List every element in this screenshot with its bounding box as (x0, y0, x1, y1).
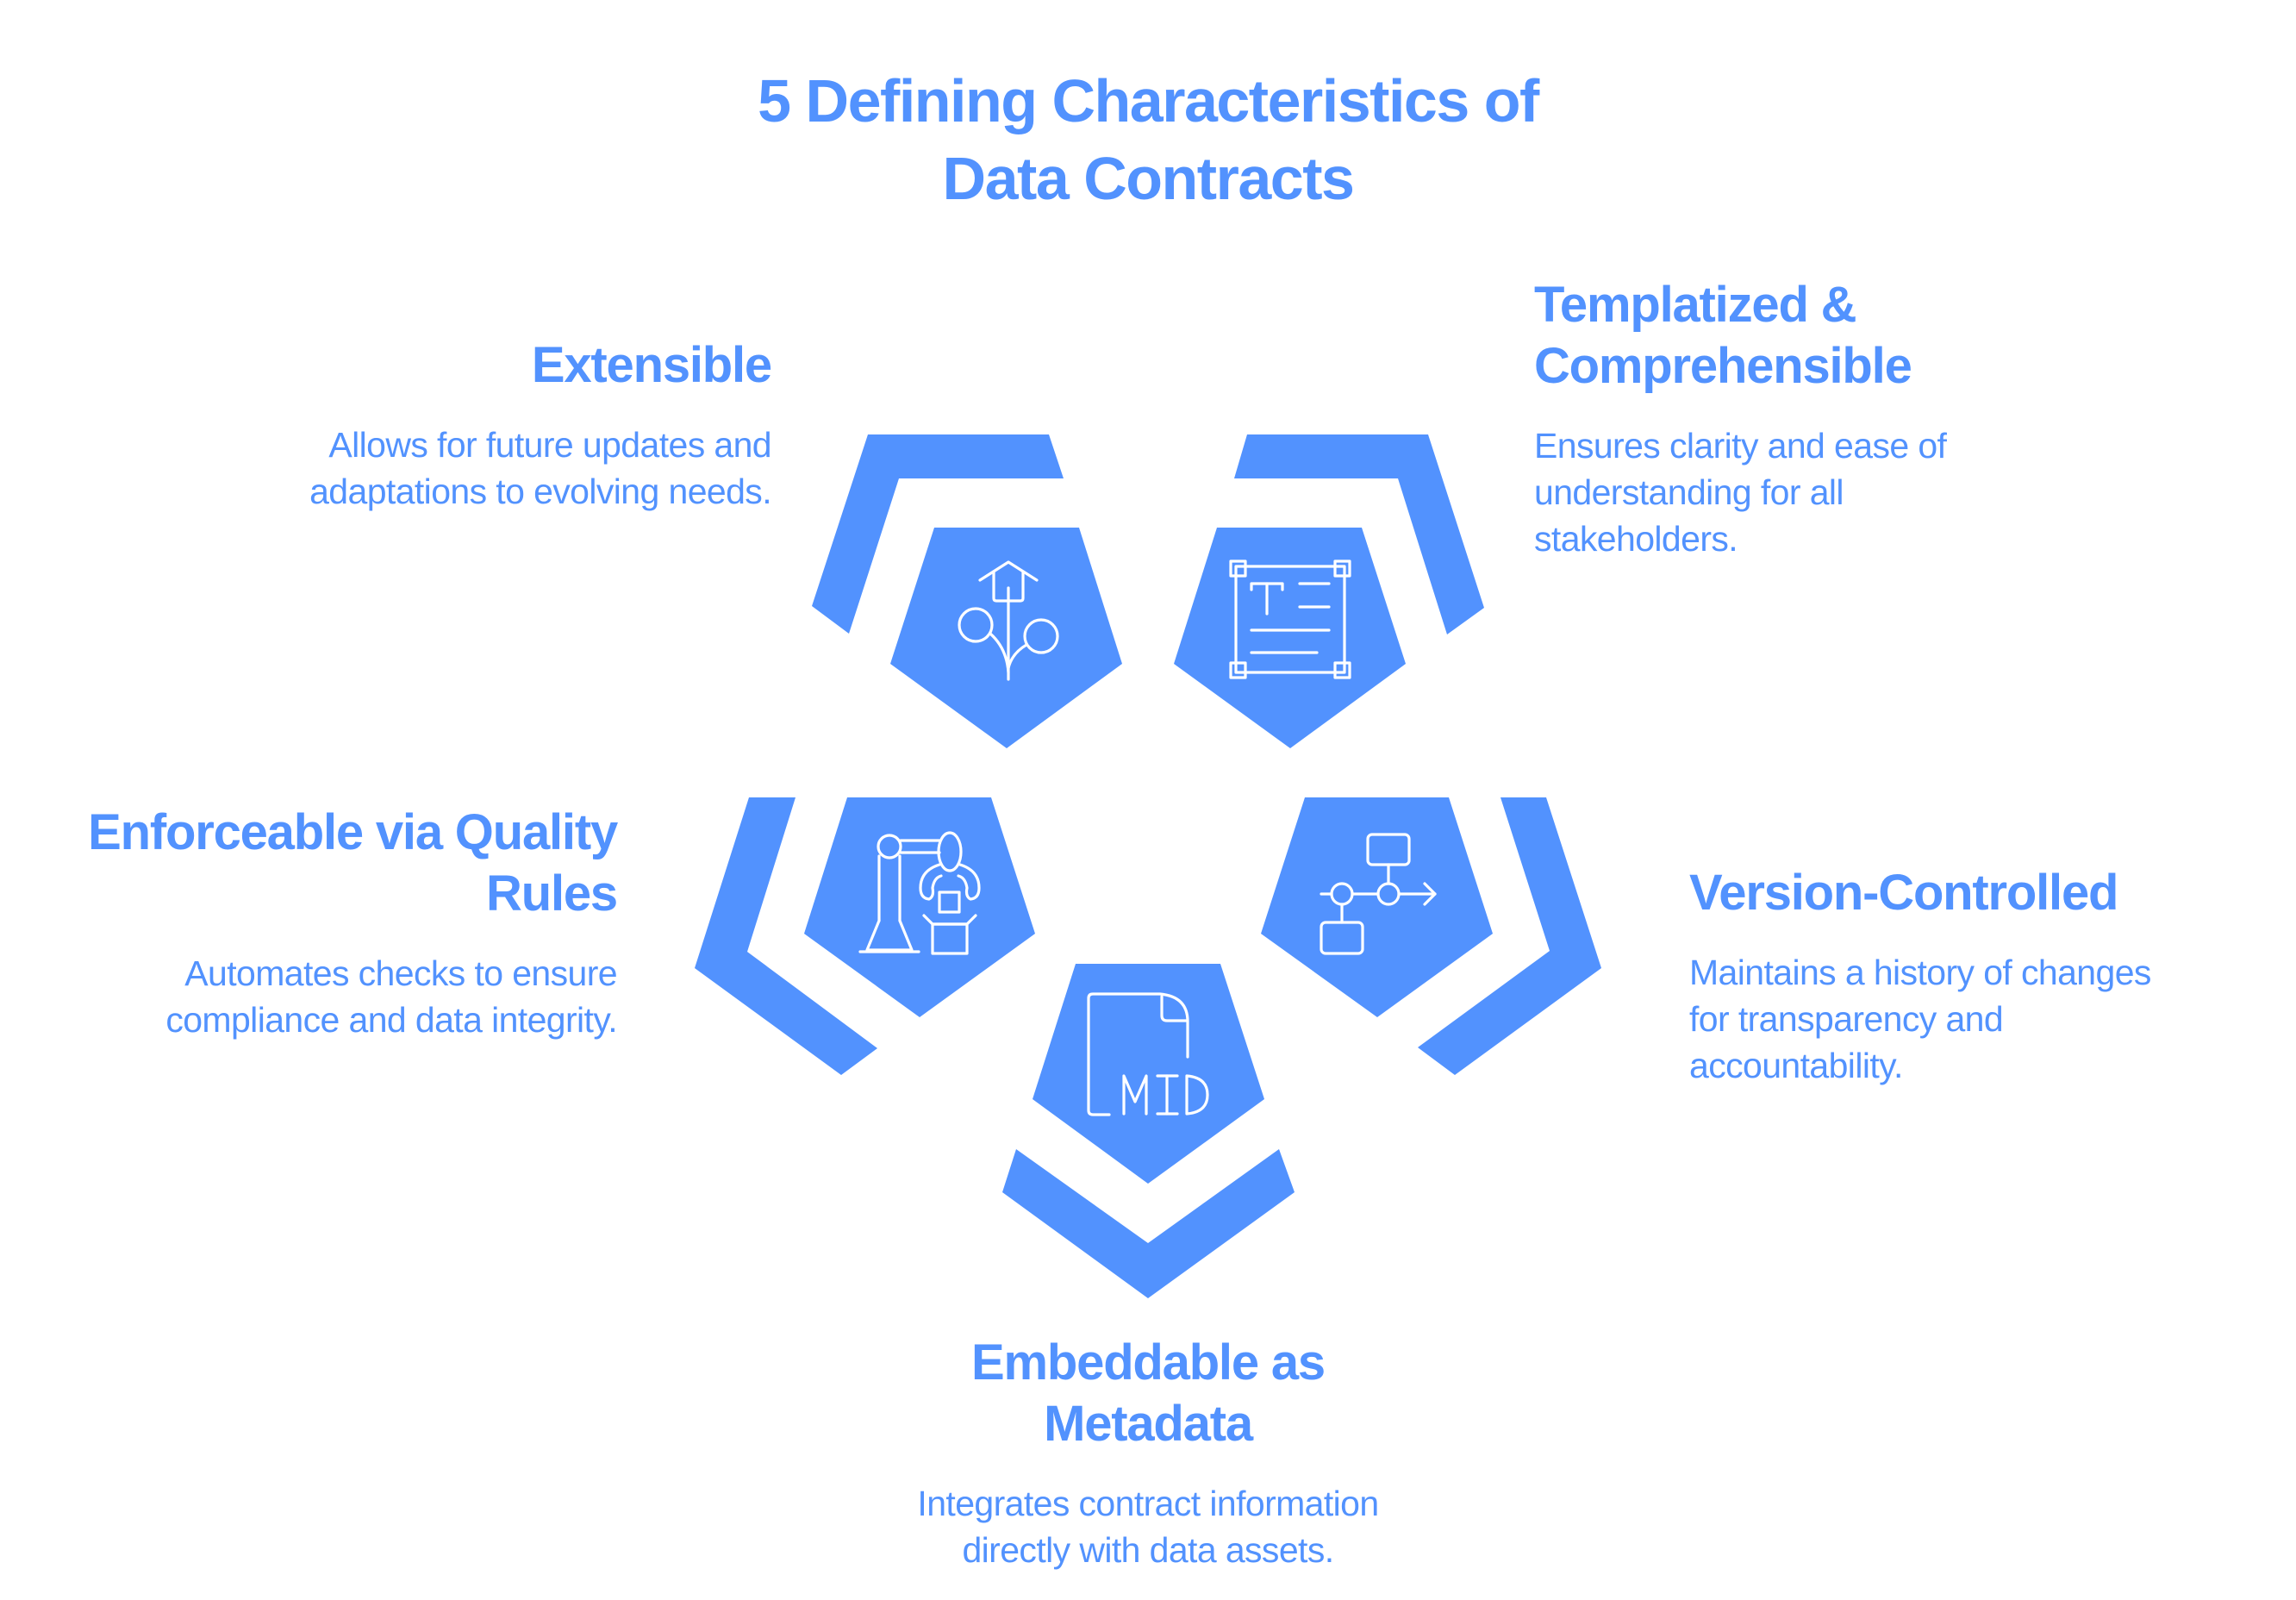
characteristic-enforceable: Enforceable via Quality Rules Automates … (88, 802, 618, 1043)
mid-file-document-icon (1087, 992, 1209, 1116)
bracket-templatized (1234, 434, 1484, 634)
description-line: adaptations to evolving needs. (309, 472, 772, 511)
title-line-1: 5 Defining Characteristics of (758, 67, 1539, 134)
heading-line: Embeddable as (971, 1334, 1326, 1391)
characteristic-description: Automates checks to ensure compliance an… (88, 950, 617, 1043)
characteristic-heading: Version-Controlled (1689, 862, 2151, 923)
title-line-2: Data Contracts (942, 145, 1355, 212)
description-line: Automates checks to ensure (184, 953, 617, 993)
page-title: 5 Defining Characteristics of Data Contr… (631, 62, 1665, 217)
characteristic-heading: Templatized & Comprehensible (1534, 274, 1946, 397)
description-line: accountability. (1689, 1046, 1903, 1085)
description-line: Ensures clarity and ease of (1534, 426, 1947, 466)
segment-enforceable (695, 797, 1035, 1075)
segment-extensible (812, 434, 1122, 748)
bracket-enforceable (695, 797, 877, 1075)
characteristic-description: Ensures clarity and ease of understandin… (1534, 422, 1947, 562)
characteristic-templatized: Templatized & Comprehensible Ensures cla… (1534, 274, 1947, 562)
description-line: for transparency and (1689, 999, 2004, 1039)
segment-embeddable (1002, 964, 1295, 1298)
segment-version-controlled (1261, 797, 1601, 1075)
bracket-extensible (812, 434, 1064, 634)
characteristic-description: Integrates contract information directly… (803, 1480, 1493, 1573)
growth-house-plant-icon (958, 560, 1059, 681)
characteristic-description: Allows for future updates and adaptation… (309, 422, 772, 515)
pentagon-templatized (1174, 528, 1406, 748)
robot-arm-packaging-icon (858, 831, 981, 955)
characteristic-heading: Enforceable via Quality Rules (88, 802, 618, 924)
segment-templatized (1174, 434, 1484, 748)
description-line: Allows for future updates and (328, 425, 771, 465)
description-line: Maintains a history of changes (1689, 953, 2151, 992)
version-branch-flow-icon (1320, 833, 1437, 955)
heading-line: Version-Controlled (1689, 865, 2118, 921)
heading-line: Extensible (531, 337, 772, 393)
description-line: understanding for all (1534, 472, 1844, 512)
pentagon-embeddable (1033, 964, 1264, 1184)
heading-line: Rules (486, 866, 618, 922)
characteristic-embeddable: Embeddable as Metadata Integrates contra… (803, 1332, 1493, 1573)
description-line: Integrates contract information (917, 1484, 1379, 1523)
heading-line: Enforceable via Quality (88, 804, 618, 860)
pentagon-extensible (890, 528, 1122, 748)
description-line: compliance and data integrity. (165, 1000, 617, 1040)
characteristic-heading: Embeddable as Metadata (803, 1332, 1493, 1454)
description-line: directly with data assets. (962, 1530, 1334, 1570)
description-line: stakeholders. (1534, 519, 1738, 559)
text-template-frame-icon (1229, 559, 1351, 679)
pentagon-enforceable (804, 797, 1035, 1017)
heading-line: Templatized & (1534, 277, 1856, 333)
characteristic-extensible: Extensible Allows for future updates and… (309, 334, 772, 515)
bracket-version-controlled (1418, 797, 1601, 1075)
bracket-embeddable (1002, 1149, 1295, 1298)
characteristic-heading: Extensible (309, 334, 772, 396)
heading-line: Comprehensible (1534, 338, 1912, 394)
heading-line: Metadata (1044, 1396, 1253, 1452)
characteristic-description: Maintains a history of changes for trans… (1689, 949, 2151, 1089)
pentagon-version-controlled (1261, 797, 1493, 1017)
characteristic-version-controlled: Version-Controlled Maintains a history o… (1689, 862, 2151, 1089)
